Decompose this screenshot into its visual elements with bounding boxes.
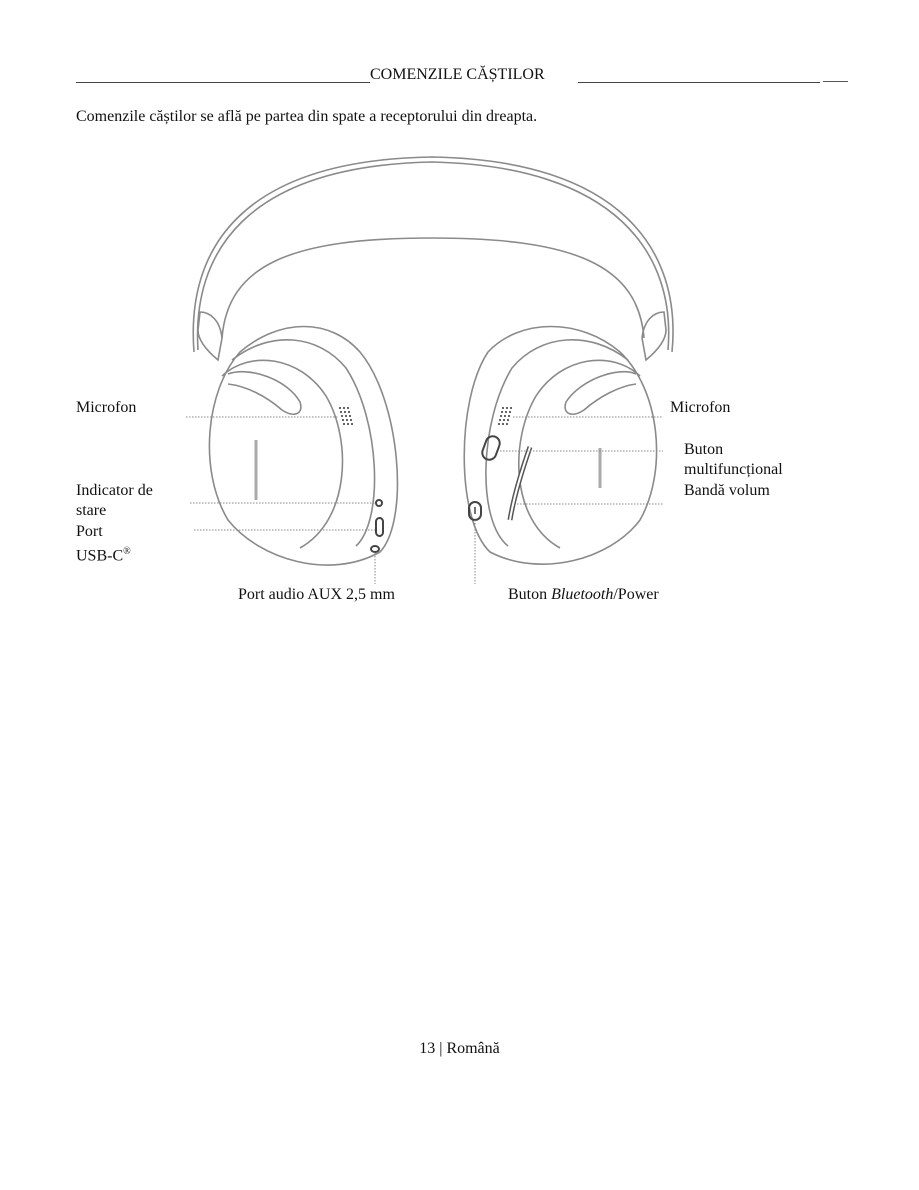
bt-suffix: /Power [613, 586, 659, 603]
label-status-indicator-line2: stare [76, 502, 107, 519]
bt-italic: Bluetooth [551, 586, 614, 603]
page-number: 13 [419, 1040, 436, 1057]
footer-language: Română [446, 1040, 500, 1057]
label-multifunction-line2: multifuncțional [684, 461, 783, 478]
header-rule-right [578, 82, 820, 83]
label-aux-port: Port audio AUX 2,5 mm [238, 586, 395, 603]
label-status-indicator-line1: Indicator de [76, 482, 153, 499]
label-usb-port-line2: USB-C® [76, 542, 131, 566]
registered-mark: ® [123, 546, 131, 557]
headphones-illustration-icon [186, 156, 674, 584]
section-title: COMENZILE CĂȘTILOR [370, 66, 545, 83]
page-footer: 13 | Română [0, 1040, 919, 1058]
headphones-diagram: Microfon Indicator de stare Port USB-C® … [0, 140, 919, 620]
label-volume-strip: Bandă volum [684, 482, 770, 499]
usb-text: USB-C [76, 547, 124, 565]
header-rule-tail [823, 81, 848, 82]
bt-prefix: Buton [508, 586, 552, 603]
label-multifunction-line1: Buton [684, 441, 724, 458]
label-usb-port-line1: Port [76, 523, 103, 540]
page-header: COMENZILE CĂȘTILOR [76, 64, 848, 86]
label-right-microphone: Microfon [670, 399, 731, 416]
footer-separator: | [435, 1040, 447, 1057]
label-left-microphone: Microfon [76, 399, 137, 416]
header-rule-left [76, 82, 370, 83]
label-bluetooth-power: Buton Bluetooth/Power [508, 585, 659, 605]
intro-paragraph: Comenzile căștilor se află pe partea din… [76, 108, 538, 125]
